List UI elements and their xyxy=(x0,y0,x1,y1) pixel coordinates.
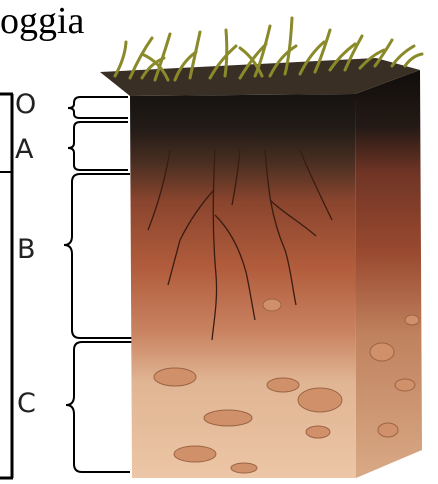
horizon-label-o: O xyxy=(15,91,36,118)
horizon-braces xyxy=(64,97,132,472)
horizon-label-c: C xyxy=(17,390,36,417)
horizon-label-a: A xyxy=(15,136,33,163)
soil-side-face xyxy=(355,70,422,478)
horizon-label-b: B xyxy=(17,236,36,263)
left-bracket xyxy=(0,94,13,478)
